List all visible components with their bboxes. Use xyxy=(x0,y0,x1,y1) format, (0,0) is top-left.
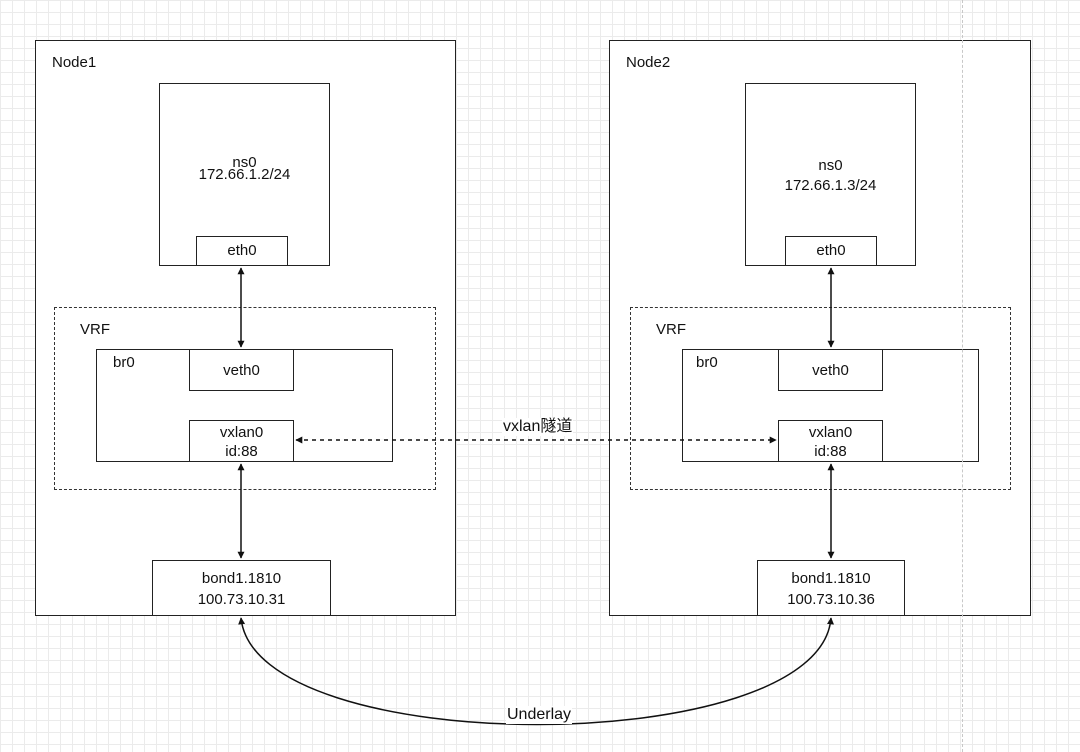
node2-vrf[interactable]: VRF xyxy=(630,307,1011,490)
node1-vxlan0-name: vxlan0 xyxy=(219,424,264,441)
node2-vxlan0[interactable]: vxlan0 id:88 xyxy=(778,420,883,462)
node1-vrf[interactable]: VRF xyxy=(54,307,436,490)
node1-eth0[interactable]: eth0 xyxy=(196,236,288,266)
node1-ns-ip: 172.66.1.2/24 xyxy=(198,166,291,183)
node2-vrf-label: VRF xyxy=(656,321,686,338)
node2-namespace[interactable]: ns0 172.66.1.3/24 xyxy=(745,83,916,266)
node1-eth0-label: eth0 xyxy=(227,242,257,259)
node2-veth0[interactable]: veth0 xyxy=(778,349,883,391)
node2-veth0-label: veth0 xyxy=(812,362,849,379)
vxlan-tunnel-label: vxlan隧道 xyxy=(502,418,574,436)
node2-br0-label: br0 xyxy=(696,354,718,371)
node1-vxlan0[interactable]: vxlan0 id:88 xyxy=(189,420,294,462)
node1-bond-ip: 100.73.10.31 xyxy=(197,591,286,608)
node1-vrf-label: VRF xyxy=(80,321,110,338)
node2-title: Node2 xyxy=(626,54,671,71)
node2-eth0[interactable]: eth0 xyxy=(785,236,877,266)
node2-ns-ip: 172.66.1.3/24 xyxy=(784,177,877,194)
node2-ns-name: ns0 xyxy=(818,157,843,174)
node1-bond[interactable]: bond1.1810 100.73.10.31 xyxy=(152,560,331,616)
underlay-label: Underlay xyxy=(506,706,573,724)
node2-bond-name: bond1.1810 xyxy=(791,570,871,587)
node2-vxlan0-name: vxlan0 xyxy=(808,424,853,441)
node2-vxlan0-id: id:88 xyxy=(814,443,847,460)
node1-vxlan0-id: id:88 xyxy=(225,443,258,460)
node1-namespace[interactable]: ns0 172.66.1.2/24 xyxy=(159,83,330,266)
node2-bond[interactable]: bond1.1810 100.73.10.36 xyxy=(757,560,905,616)
node2-bond-ip: 100.73.10.36 xyxy=(787,591,875,608)
node1-title: Node1 xyxy=(52,54,97,71)
node1-ns-name: ns0 xyxy=(232,154,257,171)
node1-veth0[interactable]: veth0 xyxy=(189,349,294,391)
node1-bond-name: bond1.1810 xyxy=(201,570,282,587)
node2-eth0-label: eth0 xyxy=(816,242,846,259)
node1-br0-label: br0 xyxy=(113,354,135,371)
node1-veth0-label: veth0 xyxy=(223,362,260,379)
